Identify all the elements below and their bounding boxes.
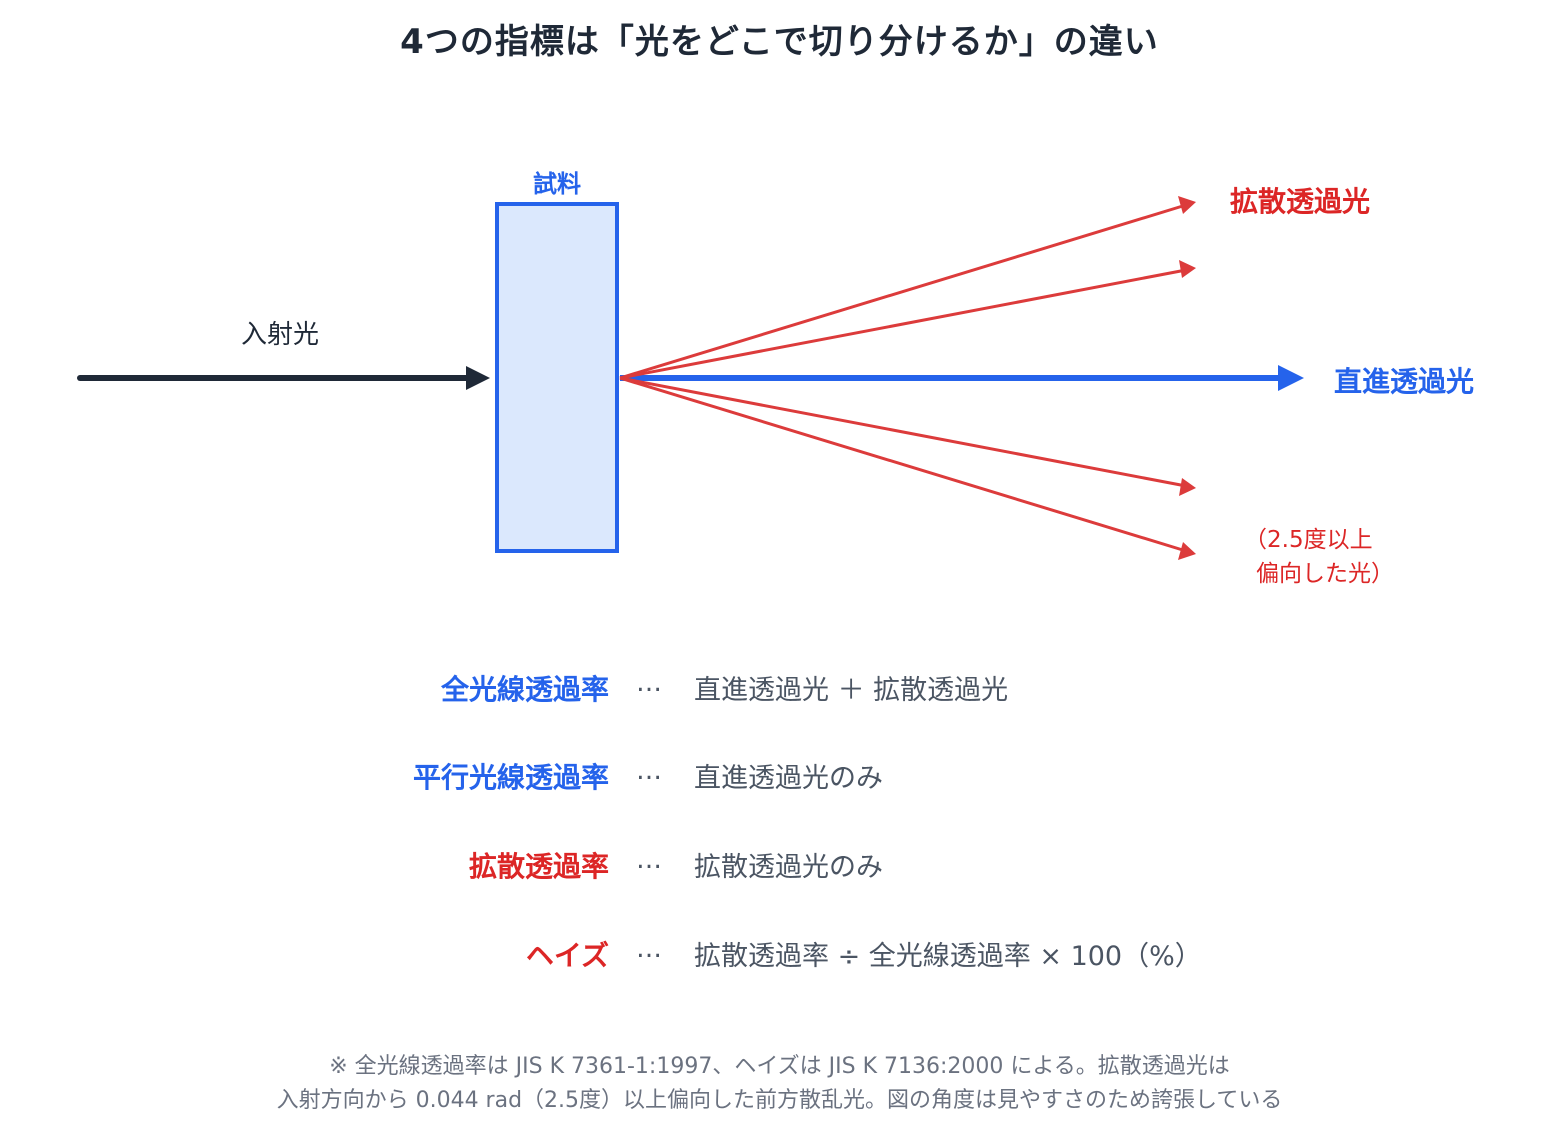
- definition-separator: …: [636, 668, 662, 698]
- footnote: ※ 全光線透過率は JIS K 7361-1:1997、ヘイズは JIS K 7…: [0, 1050, 1559, 1118]
- definition-term: 平行光線透過率: [412, 761, 609, 794]
- angle-note-line2: 偏向した光）: [1256, 561, 1394, 587]
- definition-haze: ヘイズ … 拡散透過率 ÷ 全光線透過率 × 100（%）: [0, 934, 1559, 984]
- diffuse-arrow-2: [619, 260, 1196, 380]
- diffuse-arrow-1: [619, 196, 1196, 380]
- definition-separator: …: [636, 934, 662, 964]
- footnote-line2: 入射方向から 0.044 rad（2.5度）以上偏向した前方散乱光。図の角度は見…: [276, 1088, 1283, 1113]
- definition-description: 直進透過光のみ: [694, 763, 883, 794]
- page-title: 4つの指標は「光をどこで切り分けるか」の違い: [400, 22, 1159, 62]
- definition-parallel-transmittance: 平行光線透過率 … 直進透過光のみ: [0, 756, 1559, 806]
- sample-rect: [495, 202, 619, 553]
- definition-diffuse-transmittance: 拡散透過率 … 拡散透過光のみ: [0, 845, 1559, 895]
- definition-term: ヘイズ: [525, 939, 609, 972]
- definition-total-transmittance: 全光線透過率 … 直進透過光 ＋ 拡散透過光: [0, 668, 1559, 718]
- sample-label: 試料: [533, 170, 581, 198]
- incident-light-arrow: [77, 366, 490, 390]
- angle-note: （2.5度以上 偏向した光）: [1244, 523, 1394, 591]
- incident-light-label: 入射光: [240, 320, 319, 350]
- diffuse-light-label: 拡散透過光: [1230, 185, 1371, 218]
- definition-description: 直進透過光 ＋ 拡散透過光: [694, 675, 1009, 706]
- definition-description: 拡散透過率 ÷ 全光線透過率 × 100（%）: [694, 941, 1202, 972]
- diffuse-arrow-3: [619, 376, 1196, 496]
- definition-description: 拡散透過光のみ: [694, 852, 883, 883]
- diffuse-arrow-4: [619, 376, 1196, 560]
- footnote-line1: ※ 全光線透過率は JIS K 7361-1:1997、ヘイズは JIS K 7…: [329, 1054, 1230, 1079]
- direct-light-arrow: [620, 365, 1304, 391]
- direct-light-label: 直進透過光: [1334, 365, 1475, 398]
- definition-term: 拡散透過率: [468, 850, 609, 883]
- definition-term: 全光線透過率: [440, 673, 609, 706]
- definition-separator: …: [636, 756, 662, 786]
- angle-note-line1: （2.5度以上: [1244, 527, 1373, 553]
- definition-separator: …: [636, 845, 662, 875]
